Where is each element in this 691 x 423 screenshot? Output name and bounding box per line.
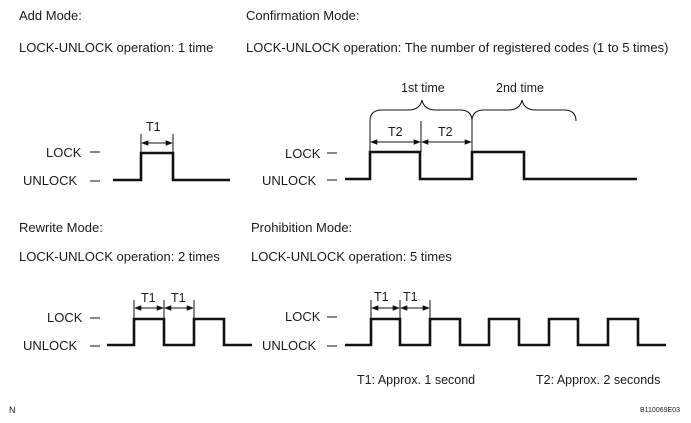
add-t1-label: T1 [146, 120, 161, 134]
confirmation-t2-label-2: T2 [438, 125, 453, 139]
prohibition-mode-title: Prohibition Mode: [251, 220, 352, 235]
second-time-brace [471, 99, 577, 122]
add-lock-label: LOCK [46, 145, 82, 160]
rewrite-mode-operation: LOCK-UNLOCK operation: 2 times [19, 249, 220, 264]
add-unlock-label: UNLOCK [23, 173, 78, 188]
prohibition-mode-section: Prohibition Mode: LOCK-UNLOCK operation:… [251, 220, 666, 353]
prohibition-mode-operation: LOCK-UNLOCK operation: 5 times [251, 249, 452, 264]
confirmation-mode-waveform [345, 150, 637, 181]
rewrite-unlock-label: UNLOCK [23, 338, 78, 353]
prohibition-t1-label-1: T1 [374, 290, 389, 304]
rewrite-mode-waveform [107, 317, 252, 347]
rewrite-t1-label-2: T1 [171, 291, 186, 305]
t1-legend-note: T1: Approx. 1 second [357, 373, 475, 387]
add-mode-title: Add Mode: [19, 8, 82, 23]
prohibition-t1-label-2: T1 [403, 290, 418, 304]
confirmation-t2-label-1: T2 [388, 125, 403, 139]
add-mode-operation: LOCK-UNLOCK operation: 1 time [19, 40, 213, 55]
confirmation-unlock-label: UNLOCK [262, 173, 317, 188]
figure-code: B110069E03 [640, 407, 680, 414]
add-mode-waveform [113, 151, 230, 182]
second-time-label: 2nd time [496, 81, 544, 95]
first-time-brace [369, 99, 473, 122]
first-time-label: 1st time [401, 81, 445, 95]
t2-legend-note: T2: Approx. 2 seconds [536, 373, 660, 387]
rewrite-mode-title: Rewrite Mode: [19, 220, 103, 235]
prohibition-unlock-label: UNLOCK [262, 338, 317, 353]
confirmation-mode-operation: LOCK-UNLOCK operation: The number of reg… [246, 40, 668, 55]
rewrite-lock-label: LOCK [47, 310, 83, 325]
rewrite-t1-label-1: T1 [141, 291, 156, 305]
confirmation-mode-title: Confirmation Mode: [246, 8, 359, 23]
confirmation-mode-section: Confirmation Mode: LOCK-UNLOCK operation… [246, 8, 668, 188]
prohibition-mode-waveform [345, 317, 666, 347]
prohibition-lock-label: LOCK [285, 309, 321, 324]
add-mode-section: Add Mode: LOCK-UNLOCK operation: 1 time … [19, 8, 230, 188]
corner-mark: N [9, 405, 16, 415]
rewrite-mode-section: Rewrite Mode: LOCK-UNLOCK operation: 2 t… [19, 220, 252, 353]
confirmation-lock-label: LOCK [285, 146, 321, 161]
